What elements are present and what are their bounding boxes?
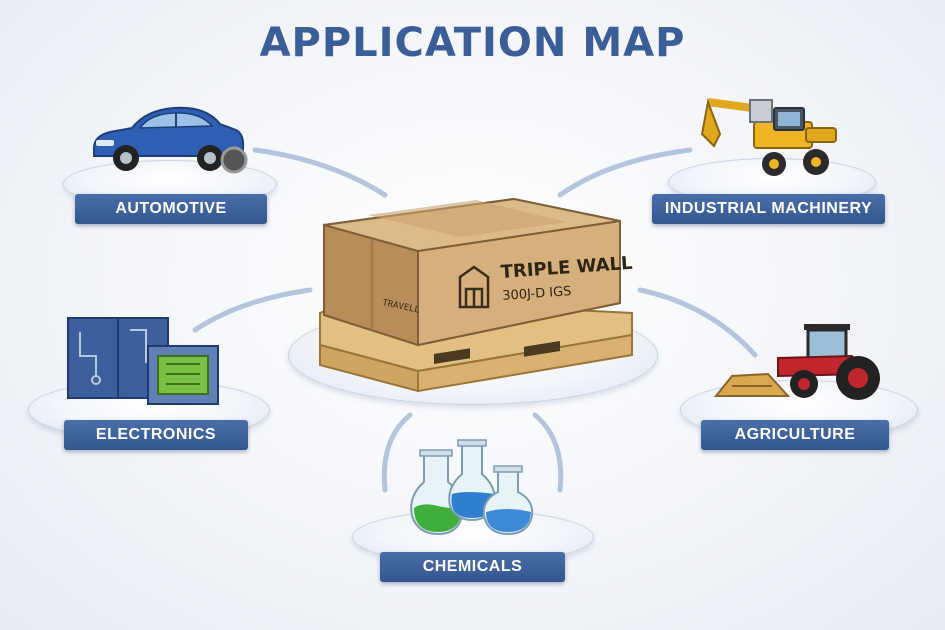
label-industrial-machinery: INDUSTRIAL MACHINERY <box>652 194 885 224</box>
label-automotive: AUTOMOTIVE <box>75 194 267 224</box>
page-title: APPLICATION MAP <box>259 20 686 66</box>
cardboard-box-on-pallet-icon <box>319 197 633 393</box>
flask-icon <box>410 439 534 536</box>
electronic-enclosure-icon <box>67 317 219 405</box>
connector-agriculture <box>637 287 758 358</box>
connector-electronics <box>192 287 313 333</box>
tractor-icon <box>713 324 880 400</box>
label-agriculture: AGRICULTURE <box>701 420 889 450</box>
connector-industrial <box>557 147 693 198</box>
label-chemicals: CHEMICALS <box>380 552 565 582</box>
car-icon <box>93 106 248 174</box>
excavator-icon <box>700 98 837 176</box>
connector-chemicals-right <box>532 412 564 493</box>
label-electronics: ELECTRONICS <box>64 420 248 450</box>
connector-chemicals-left <box>381 412 413 493</box>
connector-automotive <box>252 147 388 198</box>
